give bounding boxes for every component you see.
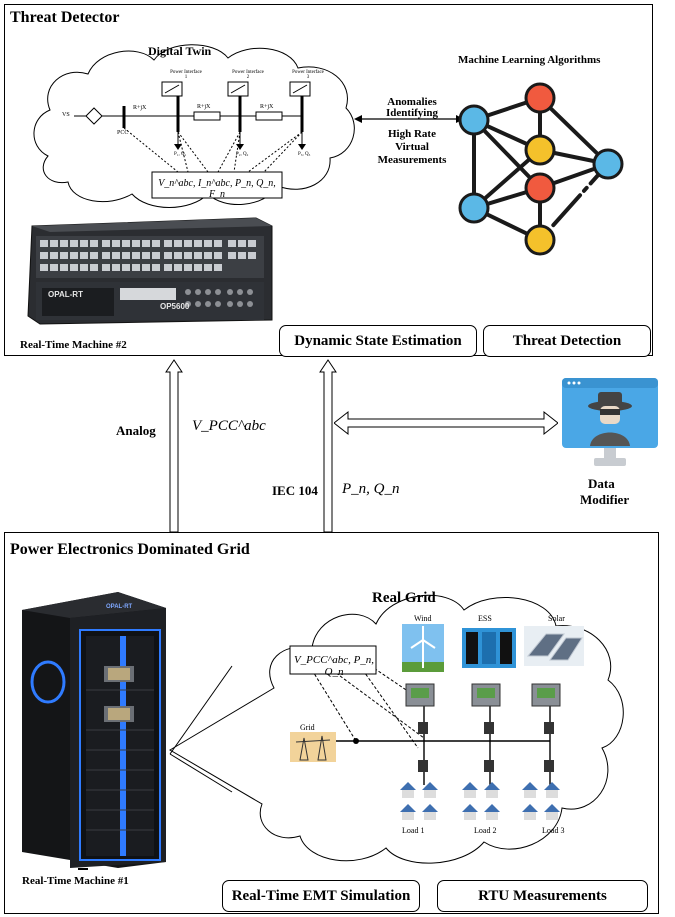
solar-label: Solar [548,614,565,623]
anomalies-line2: Identifying [386,107,438,119]
load-label-1: Load 1 [402,826,425,835]
measurement-formula-top: V_n^abc, I_n^abc, P_n, Q_n, F_n [158,178,276,200]
upward-arrows [165,359,337,532]
pcc-label: PCC [117,130,129,136]
neural-network-icon [458,82,624,256]
wind-turbine-icon [402,624,444,672]
digital-twin-title: Digital Twin [148,44,212,58]
opal-rt-brand-top: OPAL-RT [48,290,83,299]
pq-label: P_n, Q_n [342,481,400,497]
impedance-label-1: R+jX [133,105,147,111]
ess-label: ESS [478,614,492,623]
solar-panel-icon [524,626,584,666]
transmission-tower-icon [290,732,336,762]
data-modifier-line2: Modifier [580,492,630,507]
digital-twin-cloud [33,44,355,208]
v-pcc-label: V_PCC^abc [192,418,266,434]
dynamic-state-estimation-button[interactable]: Dynamic State Estimation [279,325,477,357]
threat-detection-button[interactable]: Threat Detection [483,325,651,357]
anomalies-line1: Anomalies [387,96,437,108]
anomalies-line3: High Rate [388,128,436,140]
node-label-1: P₁, Q₁ [174,152,187,157]
node-label-2: P₂, Q₂ [236,152,249,157]
analog-label: Analog [116,423,156,438]
threat-detector-title: Threat Detector [10,9,120,26]
iec-104-label: IEC 104 [272,483,318,498]
ess-battery-icon [462,628,516,668]
grid-label: Grid [300,723,315,732]
hacker-monitor-icon [562,378,658,466]
impedance-label-3: R+jX [260,104,274,110]
wind-label: Wind [414,614,432,623]
anomalies-line5: Measurements [377,154,447,166]
power-grid-panel [4,532,659,914]
load-label-2: Load 2 [474,826,497,835]
impedance-label-2: R+jX [197,104,211,110]
house-load-icons [400,782,560,820]
interface-label-3: Power Interface 3 [292,70,324,80]
op5600-model: OP5600 [160,302,190,311]
node-label-3: P₃, Q₃ [298,152,311,157]
interface-label-1: Power Interface 1 [170,70,202,80]
power-grid-title: Power Electronics Dominated Grid [10,541,250,558]
load-label-3: Load 3 [542,826,565,835]
callout-lines [169,665,233,793]
real-time-machine-2-label: Real-Time Machine #2 [20,339,127,351]
data-modifier-arrow [334,410,558,436]
real-time-machine-1-image [22,592,166,870]
data-modifier-line1: Data [588,476,615,491]
vs-label: VS [62,112,70,118]
rtu-measurements-button[interactable]: RTU Measurements [437,880,648,912]
measurement-formula-bottom: V_PCC^abc, P_n, Q_n [293,654,375,678]
real-time-machine-1-label: Real-Time Machine #1 [22,875,129,887]
real-time-machine-2-image [20,212,278,330]
interface-label-2: Power Interface 2 [232,70,264,80]
inverter-icons [405,683,561,707]
ml-title: Machine Learning Algorithms [458,54,601,66]
real-grid-title: Real Grid [372,590,436,606]
rtu-meter-icons [418,722,554,772]
opal-rt-brand-bottom: OPAL-RT [106,604,133,610]
real-time-emt-simulation-button[interactable]: Real-Time EMT Simulation [222,880,420,912]
anomalies-line4: Virtual [395,141,429,153]
